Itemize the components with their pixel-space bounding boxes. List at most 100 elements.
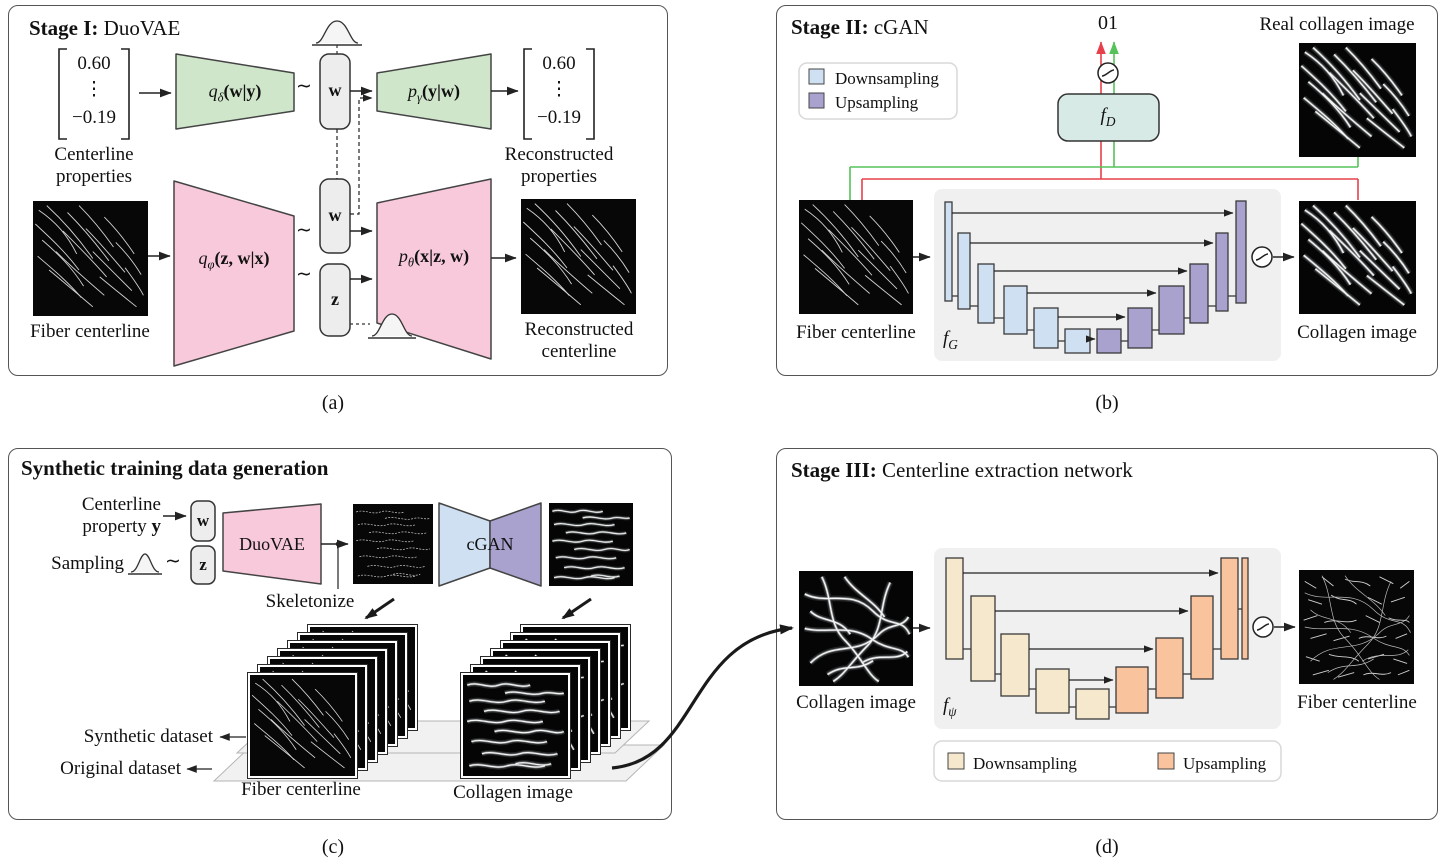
collagen-image-label: Collagen image: [796, 692, 916, 713]
stage3-diagram-shapes: [913, 548, 1296, 782]
reconstructed-properties-label: Reconstructed: [504, 144, 614, 165]
fiber-centerline-label: Fiber centerline: [1297, 692, 1417, 713]
legend-box: [933, 740, 1282, 782]
legend-upsampling-label: Upsampling: [1183, 754, 1267, 773]
collagen-image-label: Collagen image: [453, 782, 573, 803]
real-collagen-label: Real collagen image: [1259, 14, 1415, 35]
latent-w-label: w: [196, 511, 210, 530]
input-vector-brackets: [58, 48, 595, 140]
block-connectors: [963, 608, 1242, 708]
stage2-diagram-shapes: [798, 41, 1359, 361]
stage1-diagram-shapes: [58, 20, 595, 367]
original-dataset-label: Original dataset: [60, 758, 181, 779]
dashed-links: [336, 94, 373, 215]
latent-w-label: w: [328, 80, 342, 100]
sample-tilde: ∼: [296, 264, 312, 285]
downsampling-swatch-icon: [808, 68, 825, 85]
panel-stage1-duovae: Stage I: DuoVAE 0.60 ⋮ −0.19 Centerline …: [8, 5, 668, 376]
fiber-centerline-image: [799, 200, 913, 314]
legend-downsampling-label: Downsampling: [835, 69, 939, 88]
latent-boxes: [319, 53, 351, 337]
latent-z-label: z: [331, 289, 339, 309]
caption-d: (d): [1095, 836, 1119, 858]
collagen-image-label: Collagen image: [1297, 322, 1417, 343]
cgan-bowtie-block: [438, 502, 542, 587]
gaussian-curve-icon: [350, 313, 416, 339]
centerline-properties-label: Centerline: [54, 144, 134, 165]
flow-arrows: [139, 86, 519, 284]
centerline-property-label-2: property y: [82, 516, 161, 537]
duovae-label: DuoVAE: [239, 534, 305, 554]
dataset-pointer-arrows: [186, 733, 246, 773]
sample-tilde: ∼: [296, 220, 312, 241]
centerline-property-label: Centerline: [81, 494, 161, 515]
sigmoid-activation-icon: [1252, 616, 1274, 638]
decoder-pgamma-label: pγ(y|w): [408, 81, 460, 105]
to-dataset-arrows: [364, 597, 592, 620]
vector-in-dots: ⋮: [84, 79, 104, 100]
skip-connection-arrows: [952, 209, 1234, 343]
trapezoid-blocks: [173, 53, 492, 367]
synthetic-dataset-label: Synthetic dataset: [83, 726, 213, 747]
generated-collagen-image: [1299, 201, 1416, 314]
gaussian-curve-icon: [312, 20, 362, 54]
latent-boxes: [190, 500, 216, 585]
synthetic-collagen-image: [549, 503, 633, 586]
skip-connection-arrows: [963, 569, 1219, 684]
extraction-down-blocks: [945, 557, 1110, 720]
sigmoid-activation-icon: [1097, 62, 1119, 84]
latent-z-label: z: [199, 555, 207, 574]
vector-out-bottom: −0.19: [537, 107, 581, 128]
fiber-centerline-label: Fiber centerline: [241, 779, 361, 800]
generator-up-blocks: [1096, 200, 1247, 354]
vector-in-top: 0.60: [77, 53, 111, 74]
reconstructed-centerline-label: Reconstructed: [524, 319, 634, 340]
encoder-qdelta-label: qδ(w|y): [208, 81, 262, 105]
skeletonize-label: Skeletonize: [265, 591, 355, 612]
generator-down-blocks: [944, 201, 1091, 354]
caption-a: (a): [321, 392, 345, 414]
generated-centerline-image: [353, 504, 433, 584]
legend-box: [798, 62, 958, 120]
panel-stage3-extraction: Stage III: Centerline extraction network…: [776, 448, 1438, 820]
latent-w2-label: w: [328, 205, 342, 225]
discriminator-output-01: 01: [1098, 12, 1118, 34]
vector-out-top: 0.60: [542, 53, 576, 74]
panel-b-title: Stage II: cGAN: [791, 15, 929, 39]
downsampling-swatch-icon: [947, 752, 965, 770]
caption-b: (b): [1095, 392, 1119, 414]
flow-arrows: [163, 511, 349, 549]
decoder-ptheta-label: pθ(x|z, w): [398, 246, 470, 270]
sampling-label: Sampling: [51, 553, 124, 574]
flow-arrows: [913, 622, 1296, 633]
discriminator-block: [1057, 93, 1160, 142]
fiber-centerline-label: Fiber centerline: [796, 322, 916, 343]
fiber-centerline-image: [33, 201, 148, 316]
real-collagen-image: [1299, 43, 1416, 157]
panel-stage2-cgan: Stage II: cGAN Downsampling Upsampling 0…: [776, 5, 1438, 376]
cgan-label: cGAN: [466, 534, 514, 554]
discriminator-fd-label: fD: [1100, 105, 1116, 129]
sample-tilde: ∼: [165, 551, 181, 572]
duovae-generator-block: [222, 503, 322, 585]
panel-synthetic-data: Synthetic training data generation Cente…: [8, 448, 672, 820]
panel-c-title: Synthetic training data generation: [21, 456, 329, 480]
collagen-stack-front: [461, 673, 570, 778]
panel-d-title: Stage III: Centerline extraction network: [791, 458, 1133, 482]
reconstructed-centerline-image: [521, 199, 636, 314]
extraction-up-blocks: [1115, 557, 1249, 714]
vector-in-bottom: −0.19: [72, 107, 116, 128]
panel-a-title: Stage I: DuoVAE: [29, 16, 181, 40]
legend-upsampling-label: Upsampling: [835, 93, 919, 112]
fiber-centerline-output-image: [1299, 570, 1414, 684]
collagen-input-image: [799, 571, 913, 686]
sample-tilde: ∼: [296, 76, 312, 97]
encoder-qphi-label: qφ(z, w|x): [198, 248, 270, 272]
upsampling-swatch-icon: [1157, 752, 1175, 770]
gaussian-curve-icon: [128, 553, 162, 575]
block-connectors: [952, 295, 1236, 342]
legend-downsampling-label: Downsampling: [973, 754, 1077, 773]
sigmoid-activation-icon: [1251, 246, 1273, 268]
upsampling-swatch-icon: [808, 92, 825, 109]
